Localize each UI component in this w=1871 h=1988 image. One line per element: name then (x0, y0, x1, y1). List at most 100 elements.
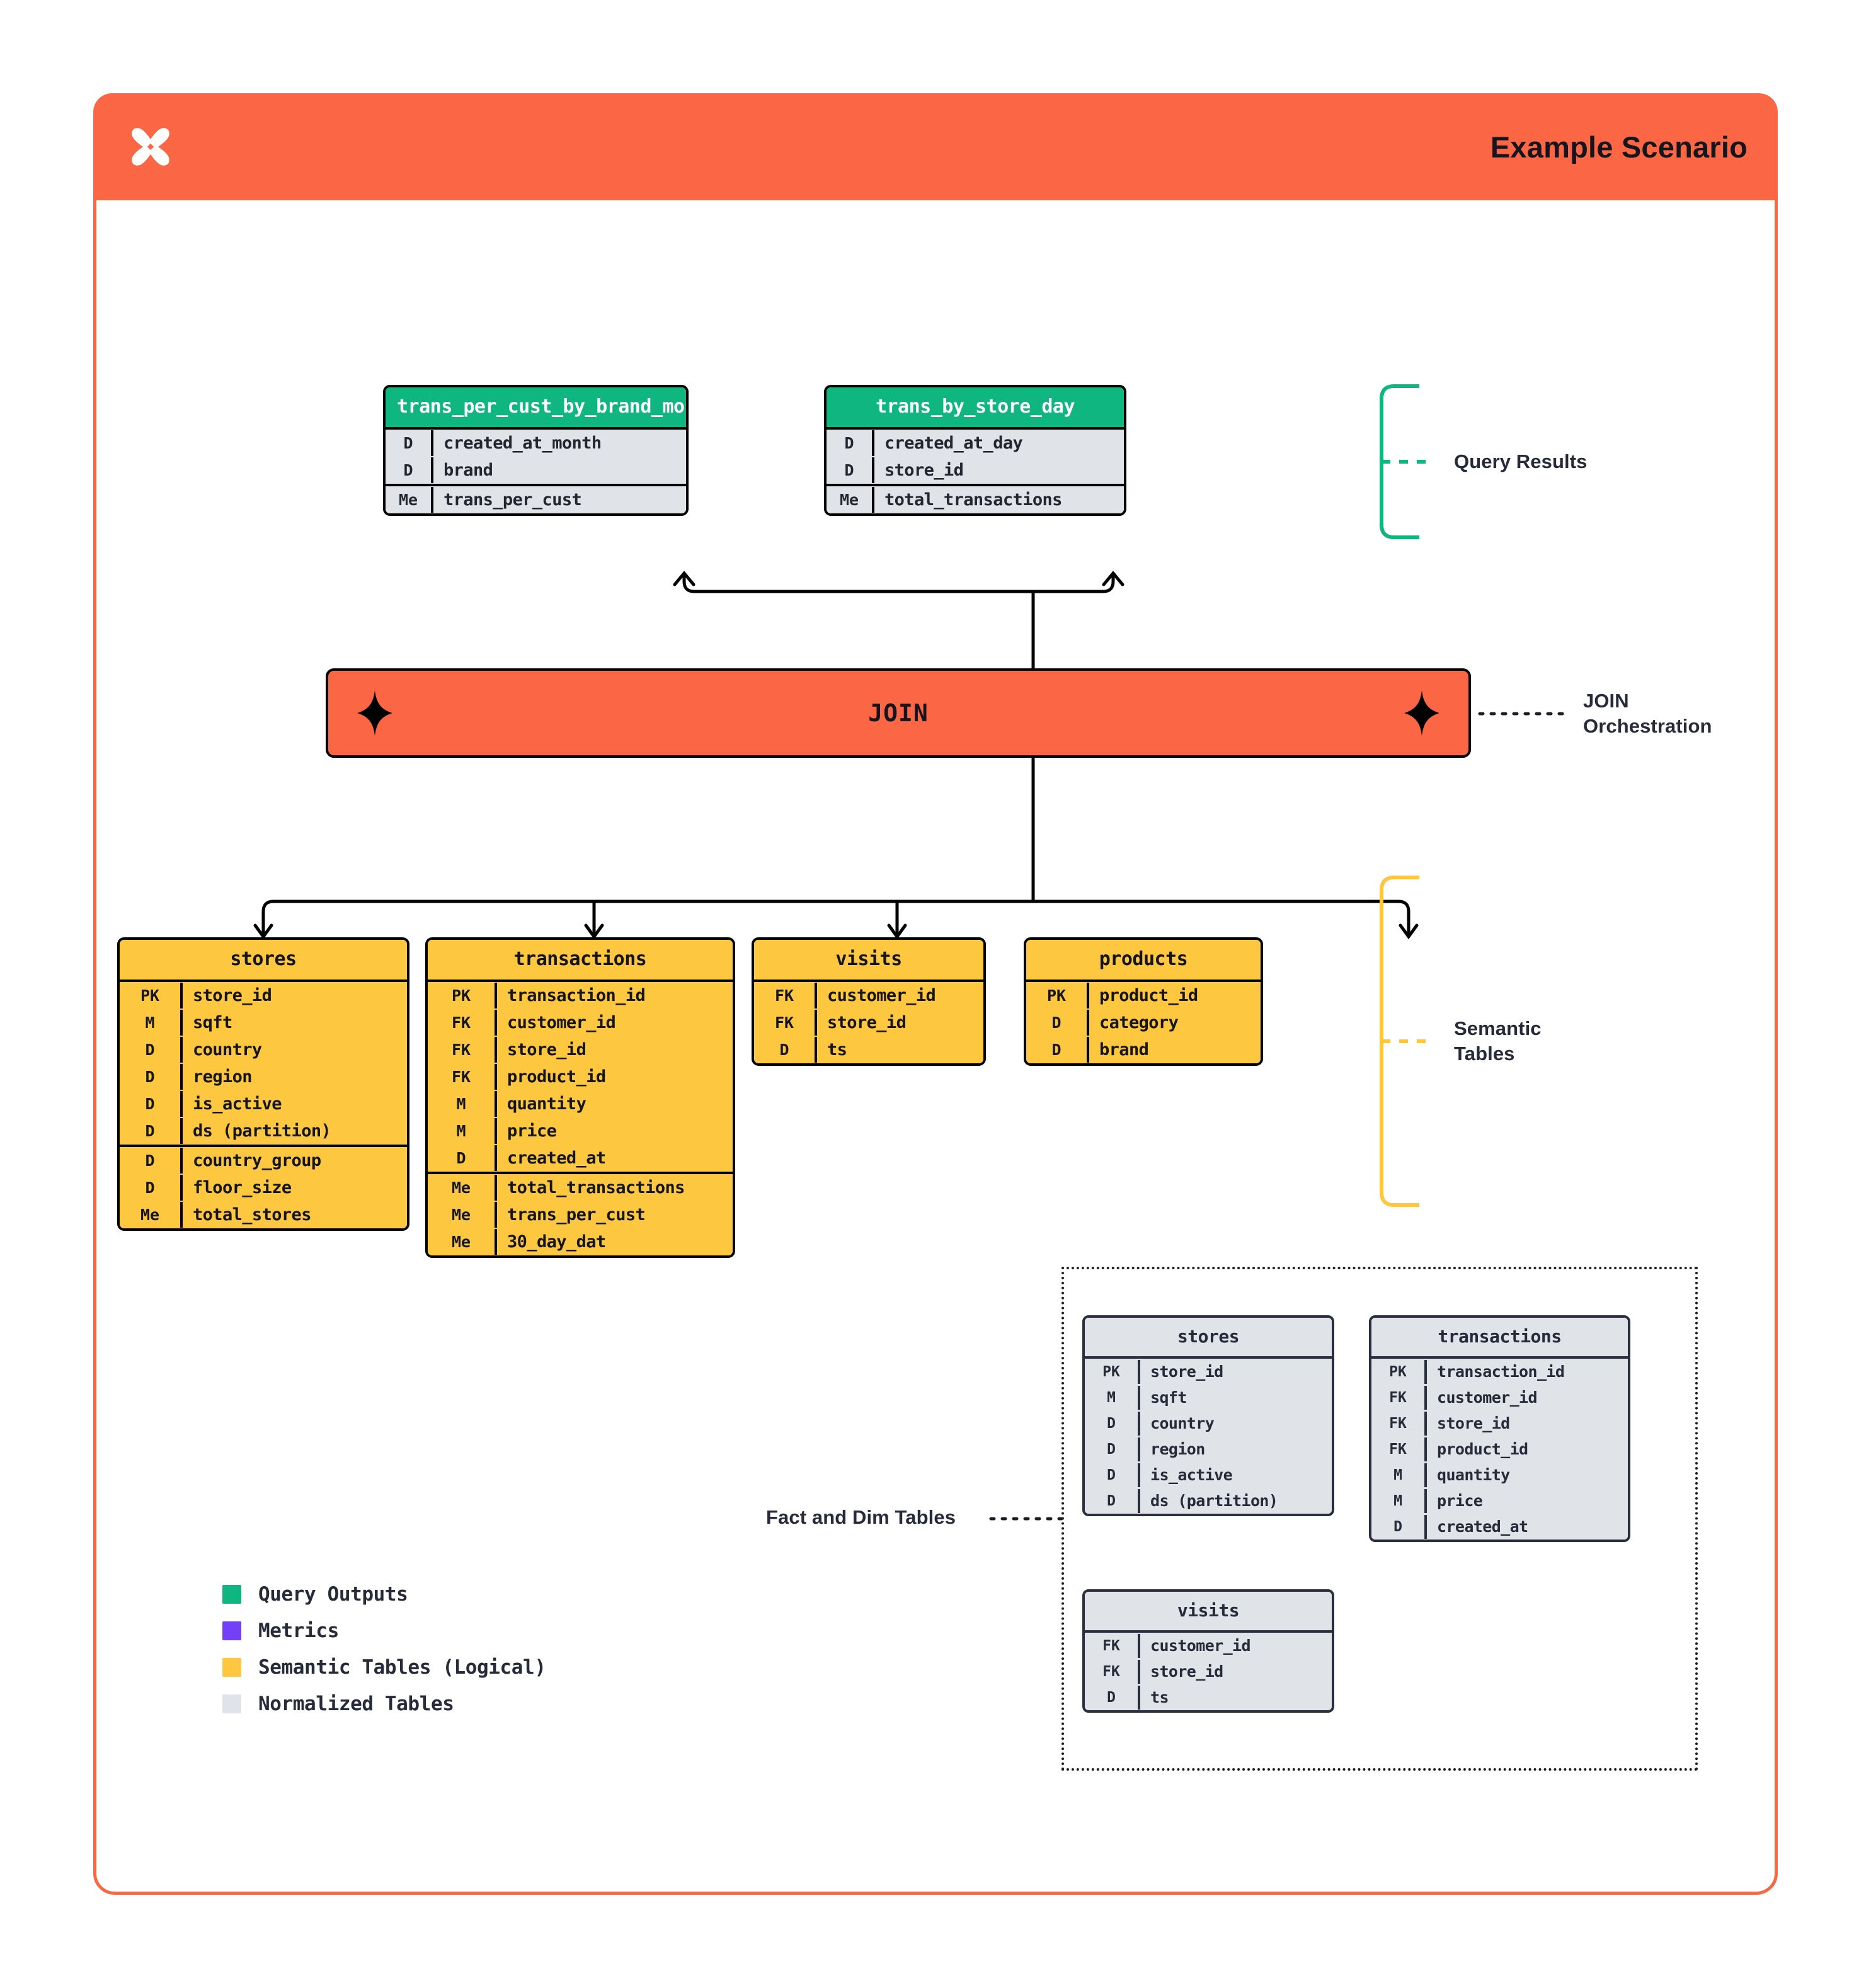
col-kind: D (386, 457, 433, 483)
table-title: products (1026, 940, 1261, 980)
col-field: country_group (193, 1151, 321, 1170)
col-field: sqft (1150, 1388, 1187, 1407)
col-kind: FK (1371, 1411, 1427, 1436)
col-field: country (1150, 1414, 1215, 1432)
col-field: quantity (507, 1094, 586, 1114)
sparkle-icon (1404, 690, 1439, 736)
col-field: ts (827, 1040, 847, 1060)
card-header: Example Scenario (93, 93, 1778, 200)
col-kind: M (1371, 1488, 1427, 1513)
col-kind: D (827, 430, 874, 456)
col-kind: FK (754, 1010, 817, 1036)
legend-item-semantic-tables: Semantic Tables (Logical) (222, 1656, 546, 1679)
legend-swatch (222, 1694, 241, 1713)
col-kind: D (1026, 1010, 1089, 1036)
table-title: stores (1085, 1318, 1332, 1356)
legend-item-normalized-tables: Normalized Tables (222, 1693, 546, 1715)
col-field: transaction_id (507, 986, 646, 1005)
table-title: transactions (428, 940, 733, 980)
join-orchestration-bar[interactable]: JOIN (326, 668, 1471, 758)
col-kind: M (1371, 1463, 1427, 1487)
col-field: total_transactions (884, 490, 1062, 510)
col-kind: M (428, 1091, 497, 1117)
table-row: D created_at_day (827, 430, 1124, 457)
page-title: Example Scenario (1490, 130, 1748, 164)
col-kind: Me (428, 1202, 497, 1228)
legend-label: Metrics (258, 1620, 339, 1642)
legend-item-query-outputs: Query Outputs (222, 1583, 546, 1606)
fact-dim-group-box (1061, 1267, 1698, 1771)
col-kind: D (1085, 1488, 1140, 1513)
col-field: 30_day_dat (507, 1232, 606, 1252)
col-field: ts (1150, 1688, 1169, 1706)
col-kind: FK (428, 1037, 497, 1063)
legend-swatch (222, 1585, 241, 1604)
table-title: visits (754, 940, 983, 980)
annotation-fact-and-dim-tables: Fact and Dim Tables (766, 1506, 956, 1528)
annotation-line-1: JOIN (1583, 690, 1629, 712)
col-field: price (1437, 1492, 1483, 1510)
table-row: FK product_id (428, 1063, 733, 1090)
query-result-table-1[interactable]: trans_by_store_day D created_at_day D st… (824, 385, 1126, 516)
col-kind: PK (1026, 983, 1089, 1008)
col-field: created_at (507, 1148, 606, 1168)
table-title: trans_by_store_day (827, 387, 1124, 427)
col-kind: Me (428, 1229, 497, 1255)
col-field: customer_id (507, 1013, 616, 1032)
table-row: D store_id (827, 457, 1124, 484)
col-field: created_at_day (884, 433, 1023, 453)
col-kind: D (120, 1175, 183, 1201)
col-field: trans_per_cust (443, 490, 582, 510)
legend-label: Semantic Tables (Logical) (258, 1656, 546, 1679)
legend-item-metrics: Metrics (222, 1620, 546, 1642)
col-field: sqft (193, 1013, 232, 1032)
table-row: Me trans_per_cust (386, 486, 686, 513)
legend-swatch (222, 1658, 241, 1677)
annotation-line-2: Orchestration (1583, 714, 1712, 737)
col-field: floor_size (193, 1178, 292, 1197)
table-row: D created_at_month (386, 430, 686, 457)
col-field: product_id (1099, 986, 1198, 1005)
col-kind: Me (827, 487, 874, 513)
legend-swatch (222, 1621, 241, 1640)
col-kind: FK (1085, 1633, 1140, 1658)
col-kind: PK (1085, 1359, 1140, 1384)
table-metrics: Me total_transactions (827, 484, 1124, 513)
table-body: D created_at_month D brand (386, 427, 686, 484)
query-result-table-0[interactable]: trans_per_cust_by_brand_month D created_… (383, 385, 689, 516)
col-field: store_id (193, 986, 272, 1005)
annotation-semantic-tables: Semantic Tables (1454, 1016, 1542, 1066)
col-field: product_id (507, 1067, 606, 1087)
col-field: store_id (827, 1013, 907, 1032)
col-kind: FK (428, 1064, 497, 1090)
col-field: region (193, 1067, 253, 1087)
col-field: is_active (193, 1094, 282, 1114)
col-kind: Me (120, 1202, 183, 1228)
legend-label: Query Outputs (258, 1583, 408, 1606)
